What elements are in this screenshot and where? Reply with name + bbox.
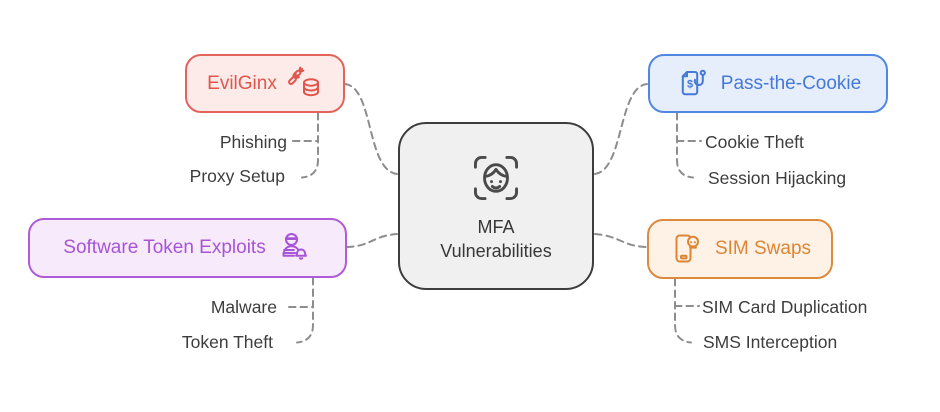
center-label-line1: MFA	[477, 216, 515, 237]
subtopic-label-sms-interception: SMS Interception	[703, 332, 838, 352]
connector-center-ptc	[594, 83, 648, 175]
phone-skull-icon	[669, 231, 705, 267]
dropline-evilginx	[301, 112, 319, 179]
branch-node-evilginx: EvilGinx	[185, 54, 345, 113]
subtopic-label-phishing: Phishing	[219, 132, 287, 152]
branch-label: SIM Swaps	[714, 238, 812, 259]
subtopic-label-session-hijacking: Session Hijacking	[708, 168, 847, 188]
document-hook-icon: $	[675, 66, 711, 102]
branch-node-pass-the-cookie: $ Pass-the-Cookie	[648, 54, 888, 113]
dropline-sim	[674, 278, 692, 344]
dropline-ptc	[676, 112, 694, 179]
center-node-label: MFA Vulnerabilities	[440, 215, 551, 264]
subtopic-label-token-theft: Token Theft	[181, 332, 273, 352]
subtopic-label-sim-card-duplication: SIM Card Duplication	[702, 297, 868, 317]
connector-ste-center	[346, 233, 398, 248]
dropline-ste	[296, 277, 314, 344]
branch-label: EvilGinx	[207, 72, 277, 94]
face-scan-icon	[467, 149, 525, 207]
connector-center-sim	[594, 233, 647, 248]
subtopic-label-proxy-setup: Proxy Setup	[189, 166, 285, 186]
center-label-line2: Vulnerabilities	[440, 241, 552, 261]
branch-label: Software Token Exploits	[63, 237, 266, 258]
center-node-mfa-vulnerabilities: MFA Vulnerabilities	[398, 122, 594, 290]
subtopic-label-malware: Malware	[210, 297, 277, 317]
svg-text:$: $	[687, 78, 693, 90]
connector-evilginx-center	[344, 83, 398, 175]
branch-label: Pass-the-Cookie	[720, 72, 862, 94]
branch-node-sim-swaps: SIM Swaps	[647, 219, 833, 279]
branch-node-software-token-exploits: Software Token Exploits	[28, 218, 347, 278]
bomb-database-icon	[287, 66, 323, 102]
spy-alert-icon	[276, 230, 312, 266]
subtopic-label-cookie-theft: Cookie Theft	[705, 132, 804, 152]
